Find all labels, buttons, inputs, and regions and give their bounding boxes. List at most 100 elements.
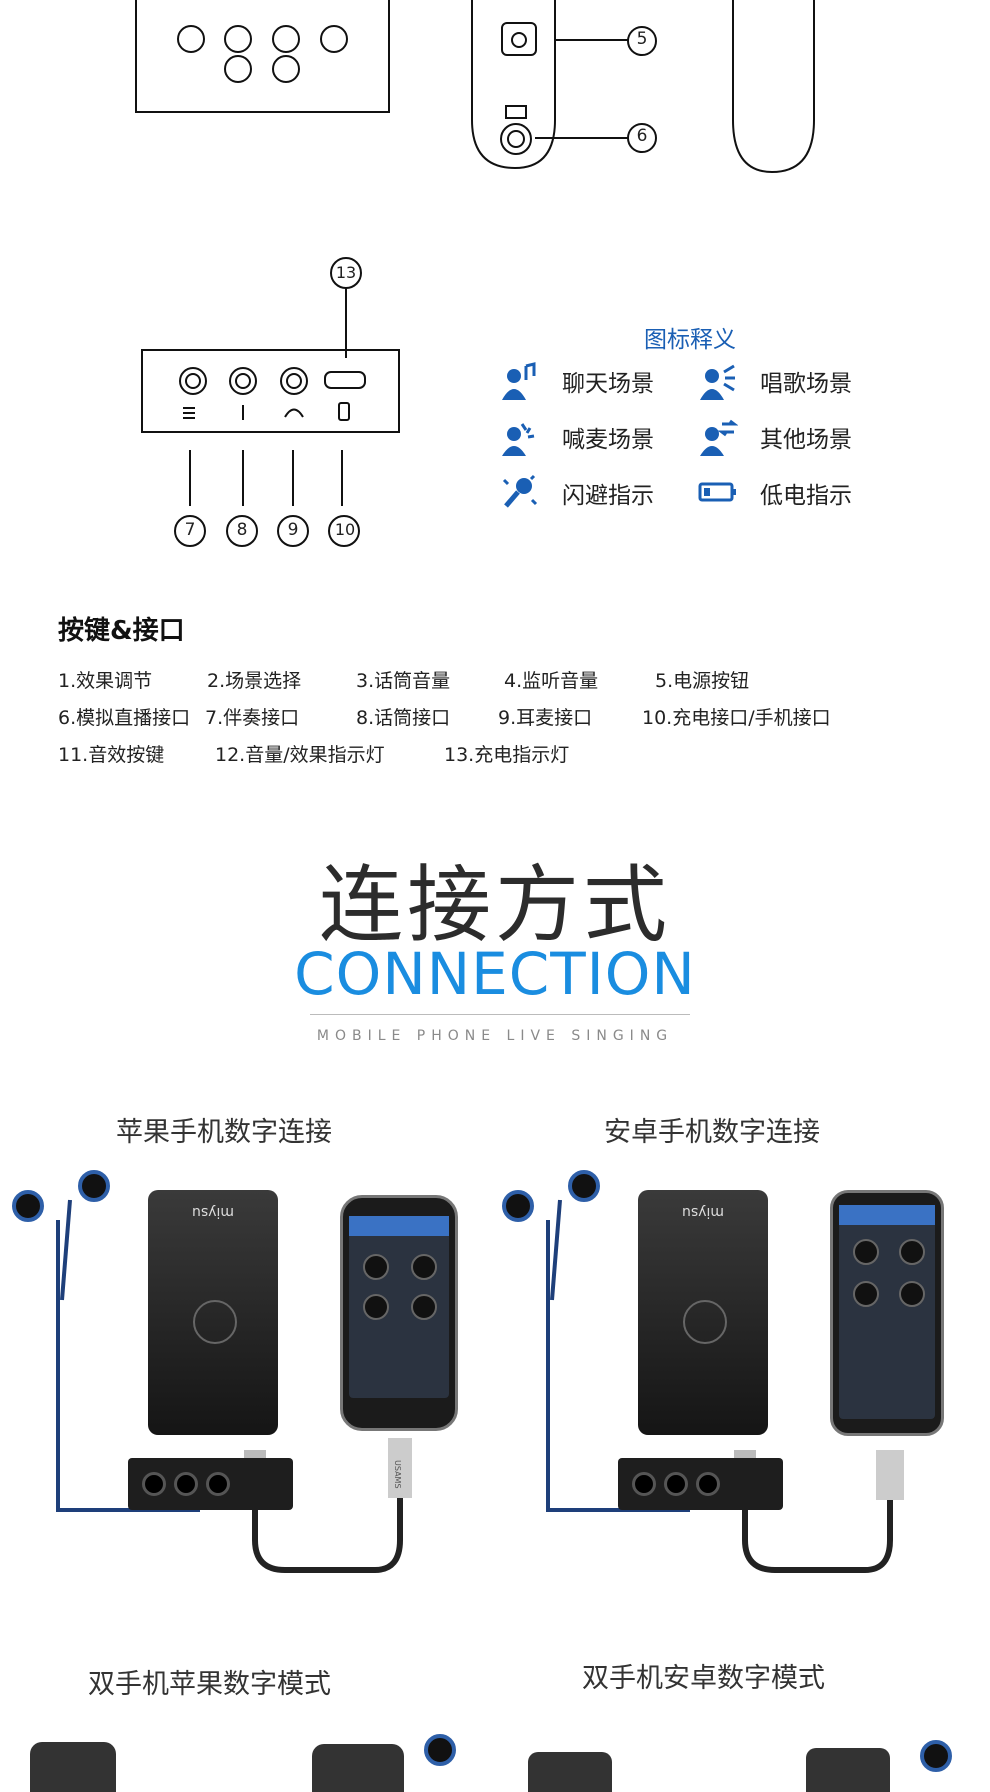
dodge-indicator-icon — [502, 474, 538, 508]
main-knob — [193, 1300, 237, 1344]
android-port-hub — [618, 1458, 783, 1510]
panel-icons — [177, 25, 348, 83]
other-scene-icon — [700, 419, 738, 456]
legend-other-label: 其他场景 — [760, 427, 852, 453]
callout-7: 7 — [184, 520, 196, 540]
top-diagram: 5 6 — [0, 0, 990, 190]
low-battery-icon — [698, 482, 736, 502]
device-brand: miysu — [682, 1204, 724, 1220]
legend-dodge-label: 闪避指示 — [562, 483, 654, 509]
dual-android-title: 双手机安卓数字模式 — [582, 1663, 825, 1694]
headphone-icon — [284, 408, 304, 418]
shout-scene-icon — [502, 423, 535, 456]
key-item: 7.伴奏接口 — [205, 707, 300, 729]
low-battery-icon — [272, 55, 300, 83]
legend-chat-label: 聊天场景 — [562, 371, 654, 397]
android-connection-illustration: miysu — [490, 1160, 970, 1600]
power-button — [501, 22, 537, 56]
key-item: 13.充电指示灯 — [444, 744, 570, 766]
android-phone — [830, 1190, 944, 1436]
device-brand: miysu — [192, 1204, 234, 1220]
iphone — [340, 1195, 458, 1431]
key-item: 9.耳麦接口 — [498, 707, 593, 729]
phone-peek — [528, 1752, 612, 1792]
android-connection-title: 安卓手机数字连接 — [604, 1117, 820, 1148]
callout-10: 10 — [334, 520, 356, 539]
usb-port — [324, 371, 366, 389]
key-item: 8.话筒接口 — [356, 707, 451, 729]
apple-audio-device: miysu — [148, 1190, 278, 1435]
callout-5-circle — [627, 26, 657, 56]
port-diagram-svg — [141, 257, 400, 547]
callout-8: 8 — [236, 520, 248, 540]
callout-10-circle — [328, 515, 360, 547]
phone-peek — [312, 1744, 404, 1792]
key-item: 5.电源按钮 — [655, 670, 750, 692]
main-knob — [683, 1300, 727, 1344]
apple-connection-title: 苹果手机数字连接 — [116, 1117, 332, 1148]
key-item: 11.音效按键 — [58, 744, 165, 766]
phone-peek — [30, 1742, 116, 1792]
earbud-left — [12, 1190, 44, 1222]
apple-connection-illustration: miysu USAMS — [0, 1160, 480, 1600]
callout-8-circle — [226, 515, 258, 547]
chat-scene-icon — [502, 362, 536, 400]
callout-13: 13 — [335, 263, 357, 282]
port-diagram: 13 7 8 9 10 — [0, 240, 460, 560]
keys-section-title: 按键&接口 — [58, 616, 185, 646]
back-view-outline — [732, 0, 815, 174]
chat-scene-icon — [177, 25, 205, 53]
earbud-left — [502, 1190, 534, 1222]
key-item: 12.音量/效果指示灯 — [215, 744, 385, 766]
connection-title-en: CONNECTION — [294, 940, 696, 1008]
legend-sing-label: 唱歌场景 — [760, 371, 852, 397]
dodge-indicator-icon — [224, 55, 252, 83]
apple-port-hub — [128, 1458, 293, 1510]
connection-subtitle: MOBILE PHONE LIVE SINGING — [316, 1028, 674, 1044]
other-scene-icon — [320, 25, 348, 53]
power-icon — [511, 32, 527, 48]
phone-screen — [839, 1205, 935, 1419]
port-symbols — [183, 402, 350, 421]
sing-scene-icon — [700, 364, 735, 400]
key-item: 1.效果调节 — [58, 670, 153, 692]
key-item: 10.充电接口/手机接口 — [642, 707, 831, 729]
phone-icon — [338, 402, 350, 421]
callout-9: 9 — [287, 520, 299, 540]
phone-screen — [349, 1216, 449, 1398]
earbud-peek — [920, 1740, 952, 1772]
legend-low-battery-label: 低电指示 — [760, 483, 852, 509]
dual-apple-title: 双手机苹果数字模式 — [88, 1669, 331, 1700]
callout-7-circle — [174, 515, 206, 547]
music-icon — [183, 407, 195, 419]
sing-scene-icon — [224, 25, 252, 53]
key-item: 6.模拟直播接口 — [58, 707, 191, 729]
side-view-outline — [471, 0, 556, 170]
shout-scene-icon — [272, 25, 300, 53]
callout-5: 5 — [636, 29, 648, 49]
port-panel-outline — [141, 349, 400, 433]
analog-live-jack — [500, 123, 532, 155]
jack-label-icon — [505, 105, 527, 119]
earbud-peek — [424, 1734, 456, 1766]
connection-divider — [310, 1014, 690, 1015]
phone-peek — [806, 1748, 890, 1792]
callout-6: 6 — [636, 126, 648, 146]
top-diagram-svg — [135, 0, 815, 174]
accompaniment-jack — [179, 367, 207, 395]
earbud-right — [78, 1170, 110, 1202]
android-audio-device: miysu — [638, 1190, 768, 1435]
cable-brand: USAMS — [393, 1460, 402, 1489]
key-item: 4.监听音量 — [504, 670, 599, 692]
key-item: 3.话筒音量 — [356, 670, 451, 692]
mic-jack — [229, 367, 257, 395]
key-item: 2.场景选择 — [207, 670, 302, 692]
connection-title-cn: 连接方式 — [318, 856, 671, 954]
headset-jack — [280, 367, 308, 395]
legend-title: 图标释义 — [644, 327, 736, 353]
earbud-right — [568, 1170, 600, 1202]
callout-9-circle — [277, 515, 309, 547]
control-panel-outline — [135, 0, 390, 113]
callout-6-circle — [627, 123, 657, 153]
legend-shout-label: 喊麦场景 — [562, 427, 654, 453]
